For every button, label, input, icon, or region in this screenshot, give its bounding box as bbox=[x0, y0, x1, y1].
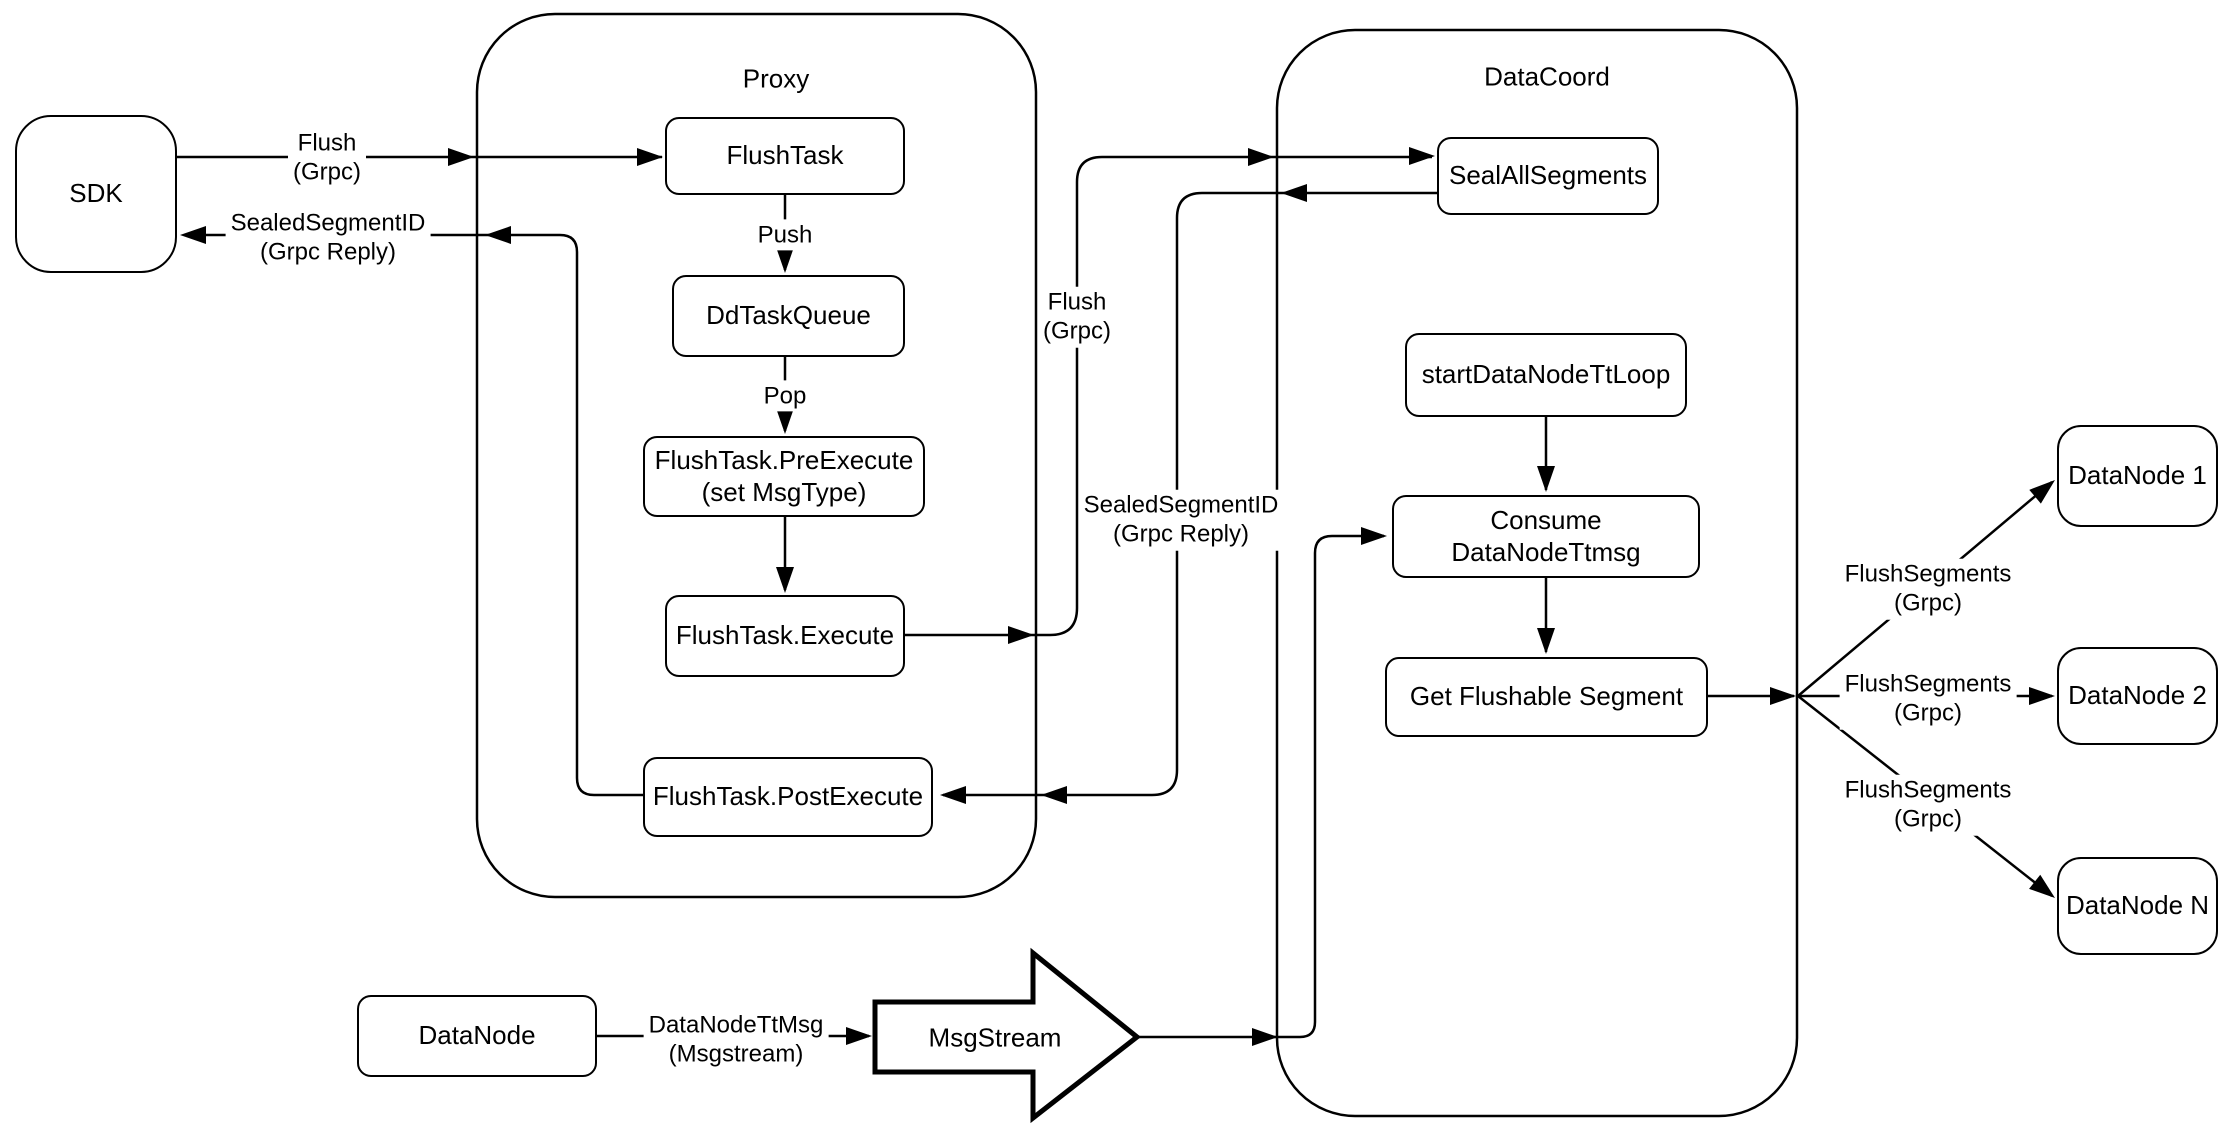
edge-label-line: (Grpc) bbox=[1894, 806, 1962, 833]
arrowhead bbox=[776, 247, 794, 273]
edge-label-line: FlushSegments bbox=[1844, 776, 2012, 804]
node-consume-datanodettmsg: Consume DataNodeTtmsg bbox=[1392, 495, 1700, 578]
edge-msgstream-to-consume bbox=[1137, 534, 1384, 1039]
node-sealallsegments: SealAllSegments bbox=[1437, 137, 1659, 215]
arrowhead bbox=[1248, 148, 1274, 166]
edge-label-sealedsegmentid-left: SealedSegmentID (Grpc Reply) bbox=[225, 207, 431, 269]
arrowhead bbox=[2029, 687, 2055, 705]
arrowhead bbox=[1770, 687, 1796, 705]
arrowhead bbox=[485, 226, 511, 244]
arrowhead bbox=[1361, 527, 1387, 545]
node-datanode-n: DataNode N bbox=[2057, 857, 2218, 955]
node-flushtask-execute: FlushTask.Execute bbox=[665, 595, 905, 677]
edge-label-pop: Pop bbox=[758, 380, 812, 412]
datacoord-container-title: DataCoord bbox=[1484, 61, 1610, 92]
arrowhead bbox=[1537, 466, 1555, 492]
edge-label-line: FlushSegments bbox=[1844, 560, 2012, 588]
msgstream-block-arrow bbox=[872, 947, 1142, 1124]
arrowhead bbox=[940, 786, 966, 804]
node-flushtask: FlushTask bbox=[665, 117, 905, 195]
arrowhead bbox=[1041, 786, 1067, 804]
edge-label-line: (Msgstream) bbox=[668, 1041, 804, 1068]
edge-label-flushsegments-1: FlushSegments (Grpc) bbox=[1839, 558, 2017, 620]
datacoord-container bbox=[1275, 28, 1799, 1118]
edge-label-flushsegments-2: FlushSegments (Grpc) bbox=[1839, 668, 2017, 730]
edge-label-line: (Grpc) bbox=[1894, 700, 1962, 727]
arrowhead bbox=[1409, 147, 1435, 165]
edge-postexecute-to-sdk bbox=[184, 233, 643, 797]
arrowhead bbox=[637, 148, 663, 166]
node-get-flushable-segment: Get Flushable Segment bbox=[1385, 657, 1708, 737]
edge-label-line: (Grpc Reply) bbox=[259, 239, 397, 266]
edge-label-line: (Grpc) bbox=[1894, 590, 1962, 617]
node-label-line: (set MsgType) bbox=[701, 476, 867, 507]
edge-label-line: Flush bbox=[1047, 288, 1107, 316]
arrowhead bbox=[1281, 184, 1307, 202]
node-sdk: SDK bbox=[15, 115, 177, 273]
proxy-container bbox=[475, 12, 1038, 899]
edge-label-flush-grpc-mid: Flush (Grpc) bbox=[1038, 286, 1116, 348]
arrowhead bbox=[1537, 628, 1555, 654]
edge-label-flush-grpc-top: Flush (Grpc) bbox=[288, 127, 366, 189]
edge-label-line: FlushSegments bbox=[1844, 670, 2012, 698]
node-datanode-1: DataNode 1 bbox=[2057, 425, 2218, 527]
edge-label-line: DataNodeTtMsg bbox=[648, 1011, 824, 1039]
arrowhead bbox=[2029, 874, 2055, 898]
node-ddtaskqueue: DdTaskQueue bbox=[672, 275, 905, 357]
edge-label-line: SealedSegmentID bbox=[230, 209, 426, 237]
arrowhead bbox=[180, 226, 206, 244]
edge-label-line: Flush bbox=[297, 129, 357, 157]
edge-label-line: (Grpc) bbox=[293, 159, 361, 186]
arrowheads bbox=[180, 147, 2055, 1046]
msgstream-label: MsgStream bbox=[928, 1022, 1062, 1053]
edge-execute-to-sealallsegments bbox=[905, 155, 1432, 637]
edge-label-flushsegments-3: FlushSegments (Grpc) bbox=[1839, 774, 2017, 836]
proxy-container-title: Proxy bbox=[742, 63, 810, 94]
arrowhead bbox=[1008, 626, 1034, 644]
edge-label-line: (Grpc Reply) bbox=[1112, 521, 1250, 548]
edge-label-line: (Grpc) bbox=[1043, 318, 1111, 345]
node-datanode-bottom: DataNode bbox=[357, 995, 597, 1077]
arrowhead bbox=[776, 567, 794, 593]
node-label-line: FlushTask.PreExecute bbox=[654, 445, 914, 476]
arrowhead bbox=[2029, 480, 2055, 504]
edge-label-sealedsegmentid-mid: SealedSegmentID (Grpc Reply) bbox=[1078, 489, 1284, 551]
arrowhead bbox=[776, 408, 794, 434]
edge-label-line: SealedSegmentID bbox=[1083, 491, 1279, 519]
node-datanode-2: DataNode 2 bbox=[2057, 647, 2218, 745]
arrowhead bbox=[846, 1027, 872, 1045]
arrowhead bbox=[448, 148, 474, 166]
edge-label-push: Push bbox=[752, 219, 818, 251]
node-flushtask-preexecute: FlushTask.PreExecute (set MsgType) bbox=[643, 436, 925, 517]
edge-label-datanodettmsg: DataNodeTtMsg (Msgstream) bbox=[643, 1009, 829, 1071]
node-startdatanodettloop: startDataNodeTtLoop bbox=[1405, 333, 1687, 417]
arrowhead bbox=[1252, 1028, 1278, 1046]
node-flushtask-postexecute: FlushTask.PostExecute bbox=[643, 757, 933, 837]
